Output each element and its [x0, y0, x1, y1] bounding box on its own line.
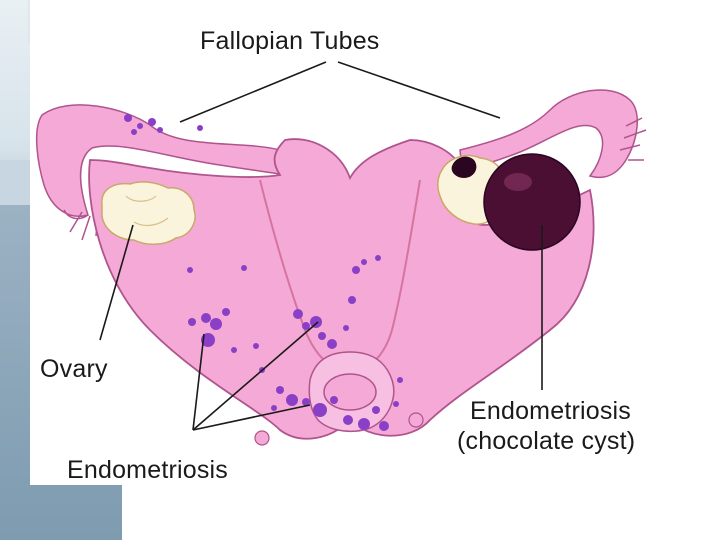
- cyst-small-spot: [451, 156, 477, 178]
- left-fimbriae: [63, 209, 99, 241]
- uterus-diagram: [35, 61, 647, 446]
- right-ligament-nub: [408, 412, 424, 428]
- cervix-opening: [323, 373, 377, 411]
- label-fallopian-tubes: Fallopian Tubes: [200, 27, 380, 55]
- label-ovary: Ovary: [40, 355, 108, 383]
- left-ovary: [101, 181, 196, 245]
- endometriosis-lesions: [124, 114, 403, 431]
- right-fimbriae: [619, 117, 647, 161]
- chocolate-cyst: [483, 153, 581, 251]
- label-endometriosis: Endometriosis: [67, 456, 228, 484]
- label-endometriosis-cyst: Endometriosis: [470, 397, 631, 425]
- label-chocolate-cyst: (chocolate cyst): [457, 427, 636, 455]
- leader-lines: [99, 61, 543, 431]
- right-fallopian-tube: [459, 89, 638, 179]
- diagram-area: Fallopian Tubes Ovary Endometriosis Endo…: [30, 0, 720, 485]
- left-ligament-nub: [254, 430, 270, 446]
